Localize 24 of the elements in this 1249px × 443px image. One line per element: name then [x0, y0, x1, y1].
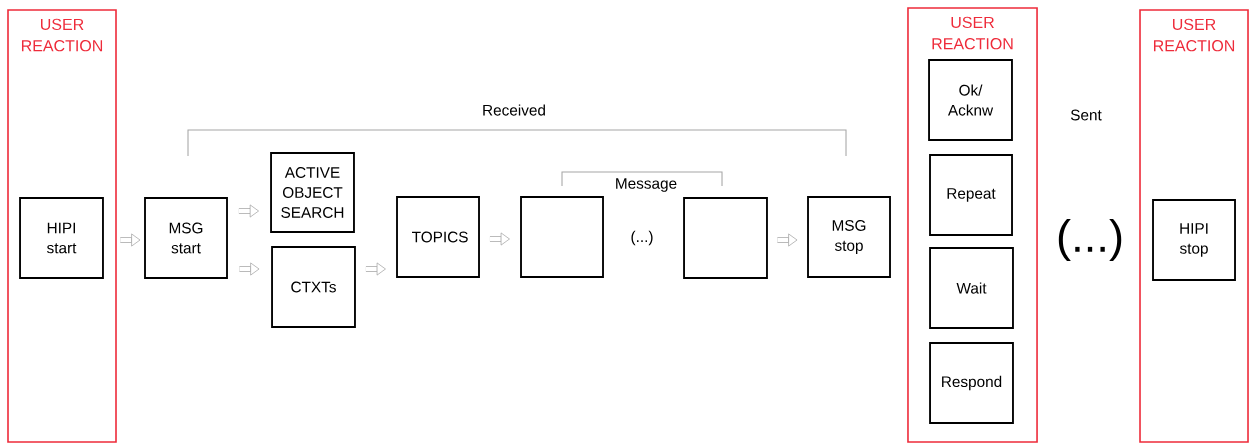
empty-box — [683, 197, 768, 279]
ellipsis-label: (...) — [1058, 218, 1122, 262]
bracket-label: Received — [483, 104, 545, 116]
arrow — [238, 204, 259, 218]
bracket-label: Message — [616, 178, 677, 192]
process-box: CTXTs — [271, 246, 356, 328]
text-label: Sent — [1070, 109, 1102, 121]
process-box: Wait — [929, 247, 1014, 329]
process-box: MSG stop — [807, 196, 891, 278]
process-box: HIPI stop — [1152, 199, 1236, 281]
process-box: HIPI start — [19, 197, 104, 279]
ellipsis-label: (...) — [631, 230, 653, 246]
arrow — [489, 232, 510, 246]
process-box: TOPICS — [396, 196, 480, 278]
process-box: Respond — [929, 342, 1014, 424]
process-box: MSG start — [144, 197, 228, 279]
arrow — [365, 262, 386, 276]
arrow — [120, 233, 141, 247]
arrow — [777, 233, 798, 247]
process-box: Ok/ Acknw — [928, 59, 1013, 141]
empty-box — [520, 196, 604, 278]
process-box: Repeat — [929, 154, 1013, 236]
arrow — [239, 262, 260, 276]
process-box: ACTIVE OBJECT SEARCH — [270, 152, 355, 233]
